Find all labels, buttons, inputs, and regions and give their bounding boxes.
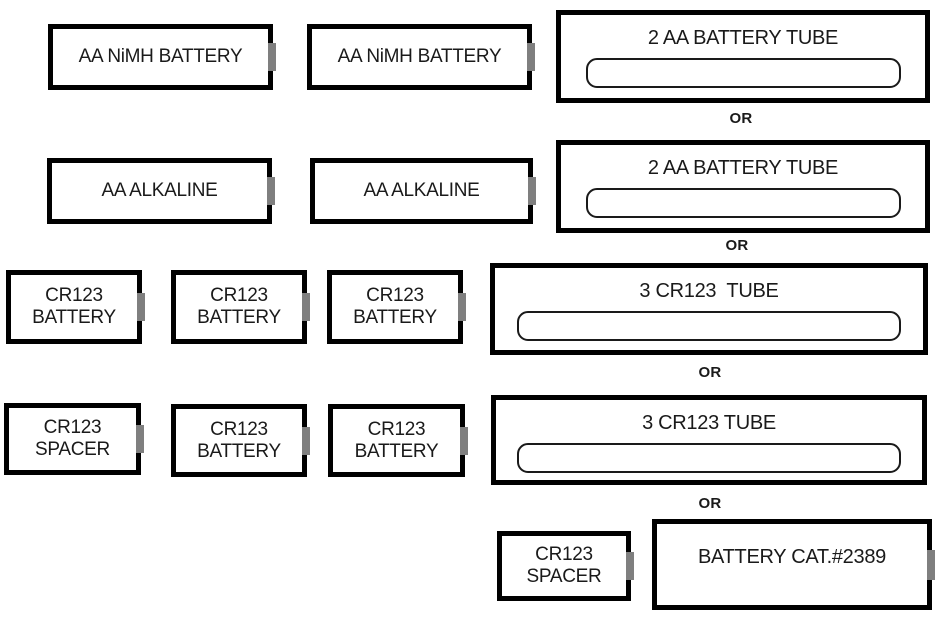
cr123-battery-3: CR123 BATTERY — [327, 270, 466, 344]
or-separator-4: OR — [698, 495, 722, 512]
battery-label: CR123 BATTERY — [32, 285, 116, 328]
battery-terminal-nub — [302, 293, 310, 321]
battery-label: AA ALKALINE — [101, 180, 218, 201]
tube-opening — [517, 311, 901, 341]
spacer-label: CR123 SPACER — [526, 544, 602, 587]
cr123-tube-1: 3 CR123 TUBE — [490, 263, 928, 355]
tube-title: 3 CR123 TUBE — [642, 412, 776, 434]
battery-terminal-nub — [460, 426, 468, 455]
battery-terminal-nub — [528, 177, 536, 205]
aa-nimh-battery-1: AA NiMH BATTERY — [48, 24, 276, 90]
cr123-battery-5: CR123 BATTERY — [328, 404, 468, 477]
aa-battery-tube-1: 2 AA BATTERY TUBE — [556, 10, 930, 103]
or-separator-1: OR — [729, 110, 753, 127]
tube-opening — [585, 58, 901, 88]
tube-opening — [585, 188, 901, 218]
tube-opening — [517, 443, 901, 473]
battery-label: CR123 BATTERY — [354, 418, 439, 462]
cr123-tube-2: 3 CR123 TUBE — [491, 395, 927, 485]
battery-label: AA NiMH BATTERY — [337, 46, 502, 67]
battery-label: CR123 BATTERY — [353, 285, 437, 328]
battery-label: AA ALKALINE — [363, 180, 480, 201]
tube-title: 2 AA BATTERY TUBE — [647, 27, 839, 49]
battery-terminal-nub — [302, 426, 310, 455]
battery-terminal-nub — [927, 549, 935, 580]
battery-label: CR123 BATTERY — [197, 418, 281, 462]
cr123-battery-4: CR123 BATTERY — [171, 404, 310, 477]
battery-terminal-nub — [626, 552, 634, 580]
battery-terminal-nub — [136, 425, 144, 453]
spacer-label: CR123 SPACER — [35, 417, 110, 460]
aa-alkaline-battery-2: AA ALKALINE — [310, 158, 536, 224]
or-separator-2: OR — [725, 237, 749, 254]
aa-battery-tube-2: 2 AA BATTERY TUBE — [556, 140, 930, 233]
battery-label: AA NiMH BATTERY — [78, 46, 243, 67]
tube-title: 2 AA BATTERY TUBE — [647, 157, 839, 179]
battery-label: CR123 BATTERY — [197, 285, 281, 328]
cr123-battery-2: CR123 BATTERY — [171, 270, 310, 344]
battery-terminal-nub — [527, 43, 535, 71]
battery-terminal-nub — [267, 177, 275, 205]
cr123-spacer-1: CR123 SPACER — [4, 403, 144, 475]
tube-title: 3 CR123 TUBE — [639, 280, 779, 302]
aa-alkaline-battery-1: AA ALKALINE — [47, 158, 275, 224]
cr123-battery-1: CR123 BATTERY — [6, 270, 145, 344]
battery-cat-2389: BATTERY CAT.#2389 — [652, 519, 935, 610]
battery-terminal-nub — [137, 293, 145, 321]
or-separator-3: OR — [698, 364, 722, 381]
cr123-spacer-2: CR123 SPACER — [497, 531, 634, 601]
battery-terminal-nub — [268, 43, 276, 71]
battery-terminal-nub — [458, 293, 466, 321]
aa-nimh-battery-2: AA NiMH BATTERY — [307, 24, 535, 90]
battery-label: BATTERY CAT.#2389 — [698, 545, 886, 568]
